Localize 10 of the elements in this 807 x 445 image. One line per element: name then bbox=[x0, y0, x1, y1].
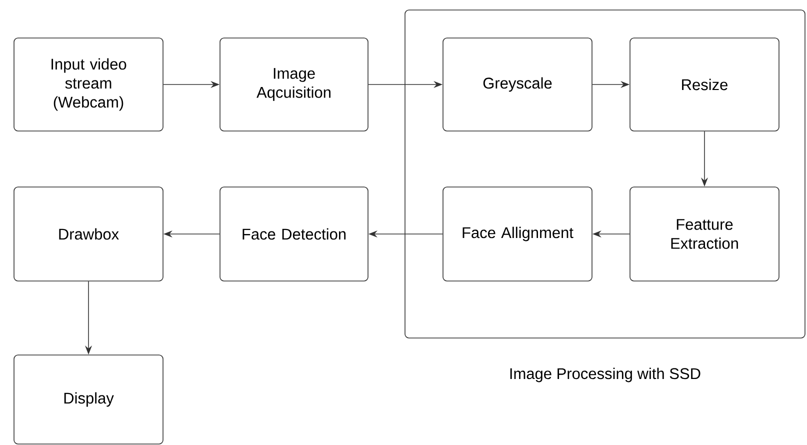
process-box: Image Aqcuisition bbox=[220, 38, 368, 132]
process-box: Featture Extraction bbox=[630, 186, 780, 282]
process-box: Display bbox=[14, 354, 164, 444]
process-box: Face Allignment bbox=[442, 186, 592, 282]
process-box: Greyscale bbox=[442, 38, 592, 132]
process-box: Input video stream (Webcam) bbox=[14, 38, 164, 132]
process-box: Face Detection bbox=[220, 186, 368, 282]
process-box: Resize bbox=[630, 38, 780, 132]
node-label: Image Processing with SSD bbox=[510, 368, 700, 382]
process-box: Drawbox bbox=[14, 186, 164, 282]
